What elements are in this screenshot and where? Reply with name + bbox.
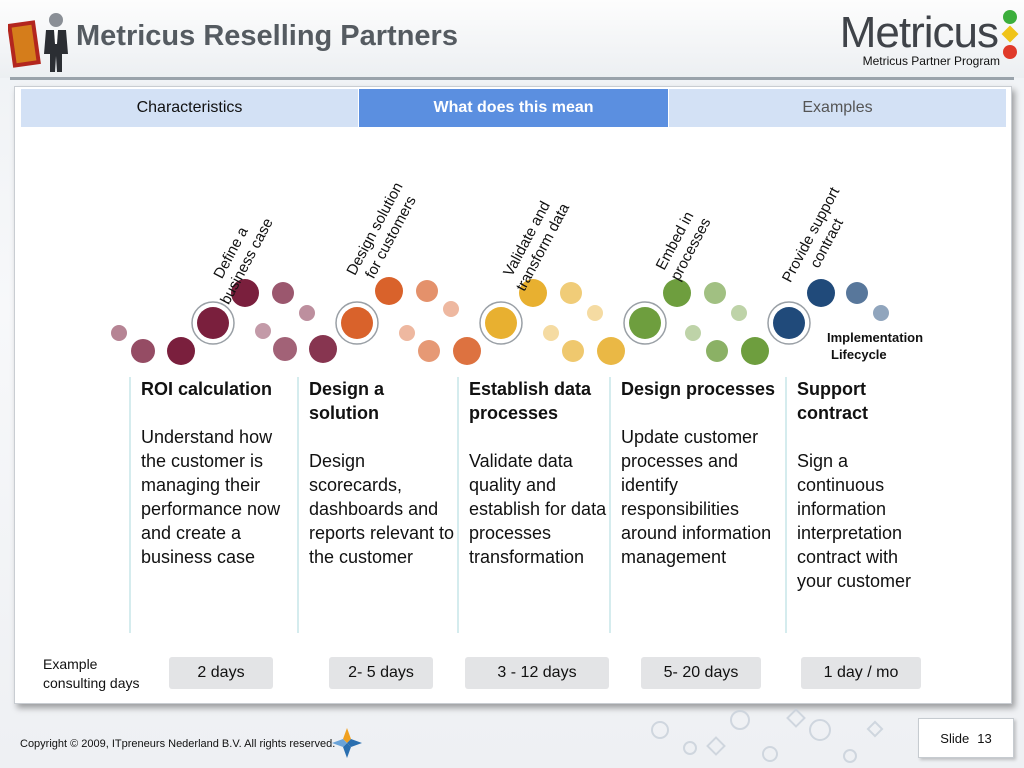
days-badge-design-solution: 2- 5 days [329, 657, 433, 689]
stage-5-bubble [807, 279, 835, 307]
stage-2-bubble [416, 280, 438, 302]
days-label-line1: Example [43, 656, 98, 672]
stage-3-bubble [519, 279, 547, 307]
stage-description: Sign a continuous information interpreta… [797, 451, 912, 591]
stage-1-bubble [131, 339, 155, 363]
presenter-icon [8, 13, 68, 72]
stage-3-bubble [587, 305, 603, 321]
stage-4-bubble [741, 337, 769, 365]
stage-column-design-solution: Design a solution Design scorecards, das… [297, 377, 455, 633]
implementation-lifecycle-label: Implementation Lifecycle [827, 329, 923, 363]
consulting-days-label: Example consulting days [43, 655, 140, 693]
stage-1-bubble [309, 335, 337, 363]
stage-column-design-processes: Design processes Update customer process… [609, 377, 783, 633]
tab-characteristics[interactable]: Characteristics [21, 89, 359, 127]
slide-label: Slide [940, 730, 970, 746]
stage-3-bubble [560, 282, 582, 304]
stage-4-bubble [706, 340, 728, 362]
stage-3-main-circle [485, 307, 517, 339]
stage-1-bubble [111, 325, 127, 341]
days-badge-roi: 2 days [169, 657, 273, 689]
stage-4-bubble [685, 325, 701, 341]
content-panel: Characteristics What does this mean Exam… [14, 86, 1012, 704]
brand-logo-text: Metricus [839, 8, 999, 57]
days-badge-support-contract: 1 day / mo [801, 657, 921, 689]
stage-1-bubble [273, 337, 297, 361]
stage-2-bubble [453, 337, 481, 365]
stage-title: Establish data processes [469, 379, 592, 423]
stage-description: Update customer processes and identify r… [621, 427, 772, 567]
impl-label-line2: Lifecycle [831, 347, 887, 362]
stage-4-bubble [731, 305, 747, 321]
stage-column-support-contract: Support contract Sign a continuous infor… [785, 377, 935, 633]
brand-dots-icon [1001, 10, 1019, 59]
stage-4-main-circle [629, 307, 661, 339]
stage-3-bubble [562, 340, 584, 362]
stage-1-bubble [299, 305, 315, 321]
page-title: Metricus Reselling Partners [76, 20, 458, 52]
footer-decoration [651, 708, 884, 763]
stage-title: Design a solution [309, 379, 385, 423]
days-label-line2: consulting days [43, 675, 140, 691]
stage-2-bubble [399, 325, 415, 341]
stage-title: Design processes [621, 379, 776, 399]
stage-2-bubble [375, 277, 403, 305]
slide-header: Metricus Reselling Partners Metricus Met… [0, 0, 1024, 78]
stage-5-rotated-label: Provide supportcontract [779, 184, 860, 294]
stage-4-rotated-label: Embed inprocesses [651, 207, 714, 284]
stage-2-main-circle [341, 307, 373, 339]
stage-2-rotated-label: Design solutionfor customers [343, 180, 422, 287]
stage-1-bubble [272, 282, 294, 304]
stage-description: Validate data quality and establish for … [469, 451, 607, 567]
itpreneurs-logo-icon [332, 728, 362, 758]
tab-what-does-this-mean[interactable]: What does this mean [359, 89, 669, 127]
stage-2-bubble [418, 340, 440, 362]
stage-3-bubble [543, 325, 559, 341]
stage-1-bubble [231, 279, 259, 307]
tab-examples[interactable]: Examples [669, 89, 1007, 127]
stage-2-bubble [443, 301, 459, 317]
stage-column-roi: ROI calculation Understand how the custo… [129, 377, 295, 633]
stage-3-bubble [597, 337, 625, 365]
column-headers: Characteristics What does this mean Exam… [21, 89, 1007, 127]
stage-column-data-processes: Establish data processes Validate data q… [457, 377, 607, 633]
stage-title: ROI calculation [141, 379, 273, 399]
stage-4-bubble [663, 279, 691, 307]
stage-1-bubble [167, 337, 195, 365]
stage-1-main-circle [197, 307, 229, 339]
lifecycle-diagram: Define abusiness case Design solutionfor … [111, 180, 889, 365]
stage-4-bubble [704, 282, 726, 304]
copyright-text: Copyright © 2009, ITpreneurs Nederland B… [20, 738, 336, 750]
stage-description: Understand how the customer is managing … [141, 427, 281, 567]
impl-label-line1: Implementation [827, 330, 924, 345]
stage-title: Support contract [797, 379, 869, 423]
stage-1-bubble [255, 323, 271, 339]
stage-5-bubble [873, 305, 889, 321]
stage-columns: ROI calculation Understand how the custo… [15, 377, 1013, 633]
brand-subtitle: Metricus Partner Program [862, 54, 1000, 68]
stage-5-main-circle [773, 307, 805, 339]
stage-description: Design scorecards, dashboards and report… [309, 451, 455, 567]
header-divider [10, 77, 1014, 80]
slide-number-box: Slide 13 [918, 718, 1014, 758]
slide-number: 13 [977, 730, 992, 746]
stage-5-bubble [846, 282, 868, 304]
stage-1-rotated-label: Define abusiness case [201, 207, 277, 307]
stage-3-rotated-label: Validate andtransform data [497, 192, 574, 294]
days-badge-data-processes: 3 - 12 days [465, 657, 609, 689]
days-badge-design-processes: 5- 20 days [641, 657, 761, 689]
